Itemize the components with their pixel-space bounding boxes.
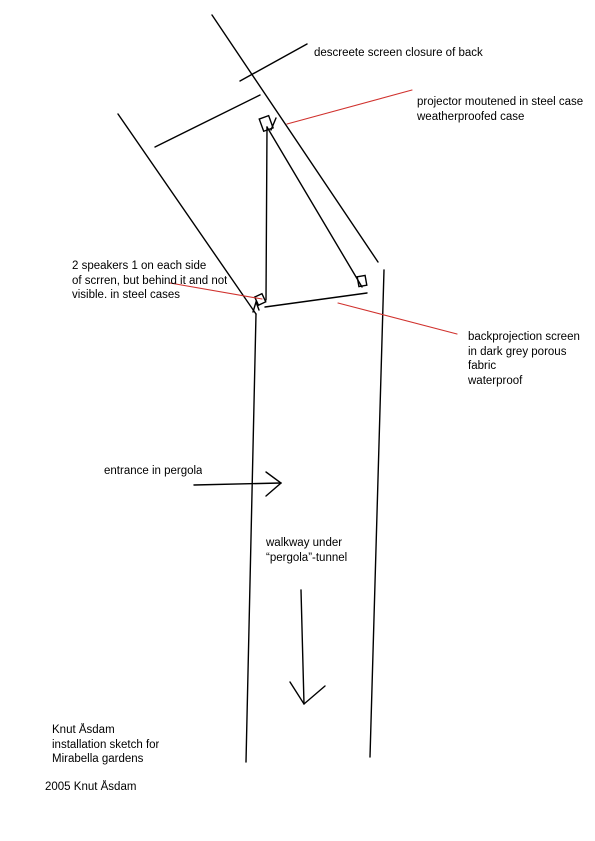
projection-beam-right [266,126,363,288]
backprojection-screen-label: backprojection screen in dark grey porou… [468,331,580,387]
projector-leader-line [286,89,413,125]
projector-case [258,114,274,133]
speaker-right [356,274,368,288]
walkway-arrow-head [289,681,326,706]
entrance-label: entrance in pergola [104,465,203,477]
speakers-label: 2 speakers 1 on each side of scrren, but… [72,260,228,301]
entrance-arrow-head [265,471,283,497]
walkway-arrow-shaft [300,589,305,705]
projection-beam-left [265,126,268,301]
speaker-left [253,292,267,307]
walkway-label: walkway under “pergola”-tunnel [266,537,348,564]
copyright-label: 2005 Knut Åsdam [45,781,137,793]
screen-closure-label: descreete screen closure of back [314,47,483,59]
speakers-leader-line [169,282,263,300]
backprojection-screen-line [264,292,368,308]
credit-label: Knut Åsdam installation sketch for Mirab… [52,724,160,765]
screen-closure-line [239,43,308,82]
pergola-right-wall-lower [369,269,385,758]
back-wall-line [154,94,261,148]
speaker-left-cone [252,299,260,313]
pergola-left-wall-lower [245,313,257,763]
projector-label: projector moutened in steel case weather… [417,96,584,123]
projector-mount [270,117,277,131]
pergola-right-wall-upper [211,14,379,263]
screen-leader-line [337,302,458,335]
entrance-arrow-shaft [193,482,282,486]
pergola-left-wall [117,113,257,315]
